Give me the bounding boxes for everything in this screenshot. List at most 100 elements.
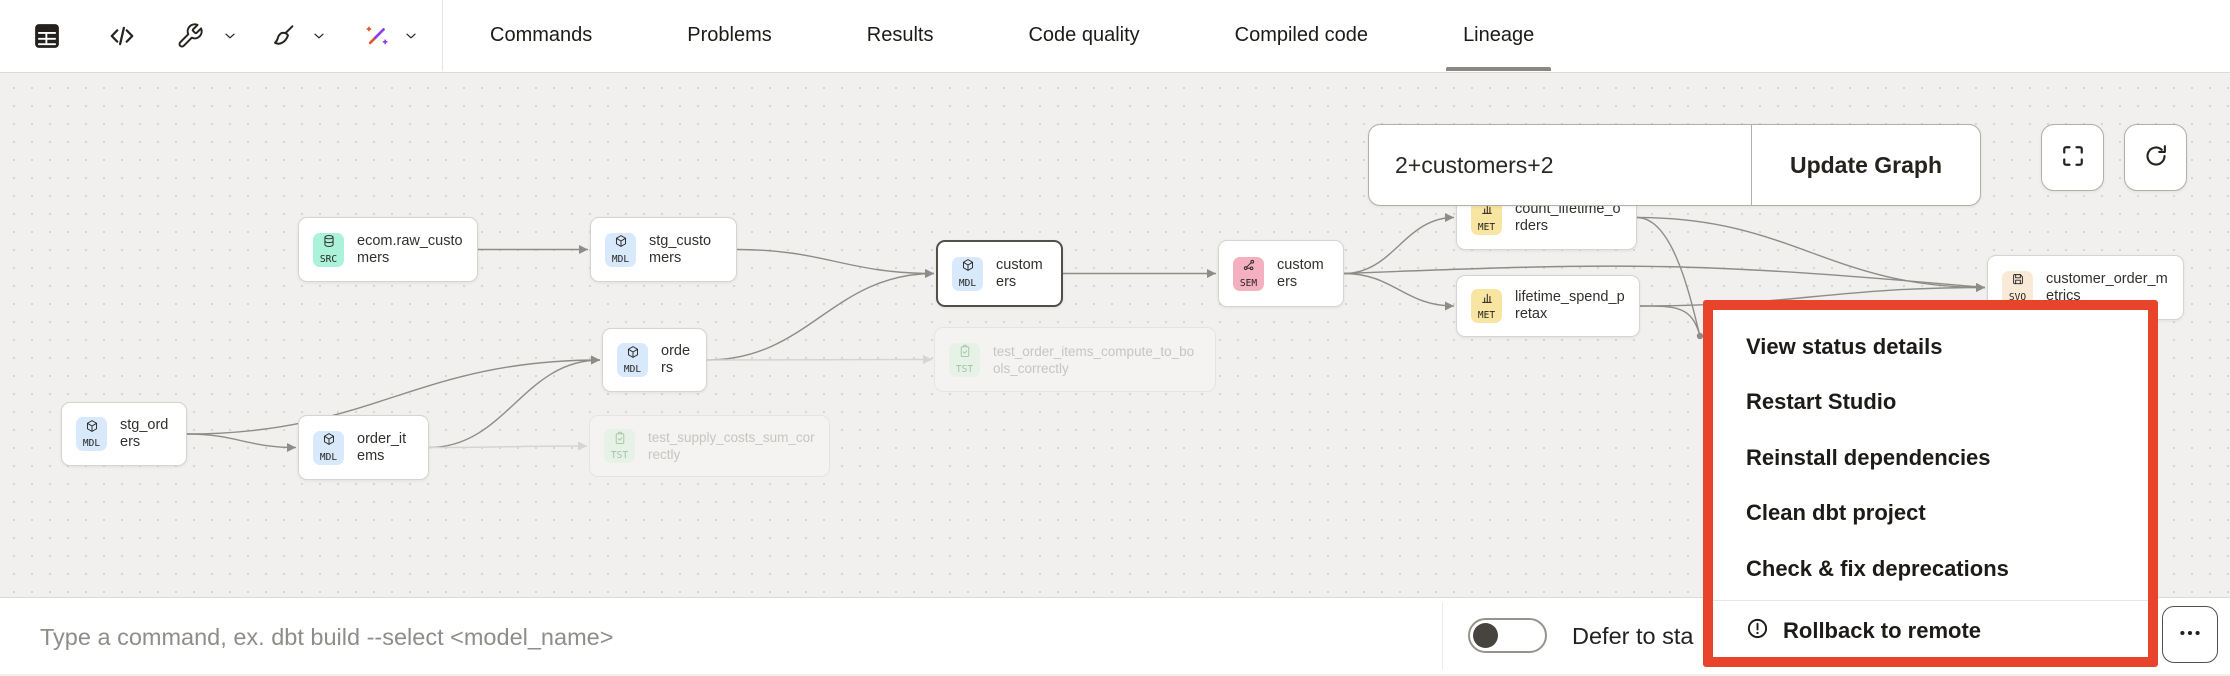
node-type-label: SVQ (2008, 291, 2027, 303)
chevron-down-icon (311, 28, 327, 44)
tab-label: Problems (687, 24, 772, 46)
graph-selector: Update Graph (1368, 124, 1981, 206)
code-view-button[interactable] (100, 0, 144, 71)
bar-chart-icon (1480, 202, 1494, 221)
tab-label: Lineage (1463, 24, 1535, 46)
command-input[interactable] (38, 598, 1412, 676)
node-type-label: TST (955, 363, 974, 375)
tab-compiled-code[interactable]: Compiled code (1235, 0, 1368, 71)
refresh-icon (2142, 142, 2170, 173)
node-label: test_supply_costs_sum_correctly (648, 430, 815, 462)
command-bar-divider (1442, 603, 1443, 669)
menu-item-check-fix-deprecations[interactable]: Check & fix deprecations (1713, 541, 2148, 597)
lineage-edge (1639, 286, 1986, 307)
database-icon (322, 234, 336, 253)
edge-arrowhead (1445, 301, 1454, 311)
menu-item-rollback-to-remote[interactable]: Rollback to remote (1713, 604, 2148, 660)
edge-arrowhead (925, 269, 934, 278)
table-icon (32, 21, 62, 51)
table-view-button[interactable] (25, 0, 69, 71)
ellipsis-icon (2177, 620, 2203, 649)
cube-icon (85, 419, 99, 438)
node-type-label: MDL (958, 277, 977, 289)
build-tools-button[interactable] (168, 0, 212, 71)
edge-arrowhead (1207, 269, 1216, 278)
cleanup-button[interactable] (262, 0, 306, 71)
ai-assist-dropdown[interactable] (397, 0, 425, 71)
clipboard-check-icon (958, 344, 972, 363)
wand-icon (363, 22, 391, 50)
menu-item-label: Check & fix deprecations (1746, 555, 2009, 581)
graph-selector-input[interactable] (1369, 125, 1751, 205)
node-type-badge: MDL (617, 343, 648, 377)
fullscreen-button[interactable] (2041, 124, 2104, 191)
more-options-button[interactable] (2162, 606, 2218, 663)
lineage-edge (428, 359, 601, 449)
cube-icon (322, 432, 336, 451)
node-type-label: SEM (1239, 277, 1258, 289)
edge-arrowhead (591, 355, 600, 365)
panel-tabs: Commands Problems Results Code quality Compi… (490, 0, 1552, 71)
lineage-edge (186, 359, 601, 435)
node-type-label: MDL (82, 438, 101, 450)
menu-item-label: Reinstall dependencies (1746, 444, 1991, 470)
node-label: stg_customers (649, 232, 712, 266)
refresh-graph-button[interactable] (2124, 124, 2187, 191)
lineage-edge (1639, 305, 1701, 337)
clipboard-check-icon (613, 431, 627, 450)
lineage-node-customers_sem[interactable]: SEM customers (1218, 240, 1344, 307)
node-type-label: SRC (319, 253, 338, 265)
lineage-edge (706, 358, 933, 361)
tab-results[interactable]: Results (867, 0, 934, 71)
lineage-edge (186, 433, 297, 449)
node-label: customer_order_metrics (2046, 270, 2168, 304)
lineage-edge (1343, 216, 1455, 275)
node-label: ecom.raw_customers (357, 232, 463, 266)
node-type-badge: SVQ (2002, 270, 2033, 305)
node-type-label: MDL (319, 451, 338, 463)
cleanup-dropdown[interactable] (305, 0, 333, 71)
tab-label: Code quality (1028, 24, 1140, 46)
menu-item-clean-dbt-project[interactable]: Clean dbt project (1713, 486, 2148, 542)
lineage-node-raw_customers[interactable]: SRC ecom.raw_customers (298, 217, 478, 282)
menu-item-reinstall-dependencies[interactable]: Reinstall dependencies (1713, 430, 2148, 486)
menu-divider (1713, 599, 2148, 601)
save-icon (2011, 272, 2025, 291)
menu-item-label: Restart Studio (1746, 389, 1897, 415)
tab-label: Commands (490, 24, 593, 46)
node-label: test_order_items_compute_to_bools_correc… (993, 343, 1195, 376)
edge-arrowhead (923, 355, 932, 364)
tab-commands[interactable]: Commands (490, 0, 592, 71)
lineage-edges (186, 213, 1986, 452)
lineage-node-test_order_items[interactable]: TST test_order_items_compute_to_bools_cor… (934, 327, 1216, 392)
node-label: stg_orders (120, 417, 169, 450)
build-tools-dropdown[interactable] (216, 0, 244, 71)
update-graph-button[interactable]: Update Graph (1751, 125, 1980, 205)
ai-assist-button[interactable] (355, 0, 399, 71)
cube-icon (614, 234, 628, 253)
edge-arrowhead (1445, 213, 1454, 222)
tab-lineage[interactable]: Lineage (1446, 0, 1552, 71)
node-label: customers (1277, 256, 1324, 290)
node-type-label: MET (1477, 221, 1496, 233)
lineage-edge (1636, 216, 1701, 337)
menu-item-restart-studio[interactable]: Restart Studio (1713, 375, 2148, 431)
broom-icon (270, 22, 298, 50)
edge-arrowhead (579, 245, 588, 254)
menu-item-view-status-details[interactable]: View status details (1713, 319, 2148, 375)
cube-icon (961, 258, 975, 277)
tab-problems[interactable]: Problems (687, 0, 771, 71)
toggle-knob (1473, 623, 1498, 648)
lineage-node-stg_orders[interactable]: MDL stg_orders (61, 402, 187, 466)
defer-toggle[interactable] (1468, 618, 1547, 653)
node-type-badge: SRC (313, 232, 344, 267)
tab-code-quality[interactable]: Code quality (1028, 0, 1139, 71)
wrench-icon (176, 22, 204, 50)
